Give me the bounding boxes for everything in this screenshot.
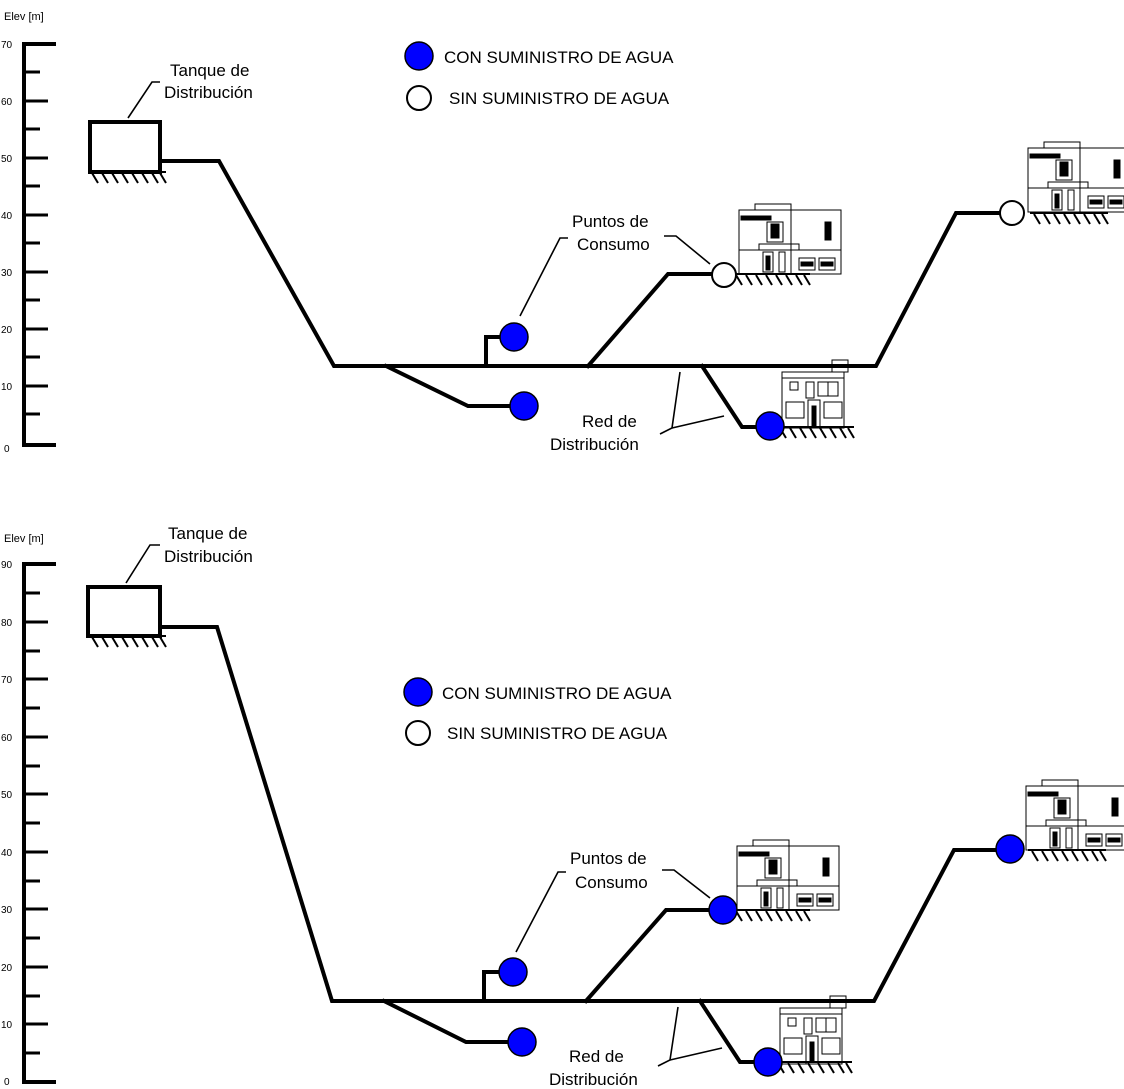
consumption-label-line1: Puntos de [572,212,649,231]
tick-label: 40 [1,211,13,222]
network-label-line2: Distribución [549,1070,638,1089]
panel-bottom: Elev [m] 90 80 70 60 50 [1,524,1124,1089]
house [779,995,847,1065]
legend-not-supplied-label: SIN SUMINISTRO DE AGUA [449,89,670,108]
consumption-point-supplied [499,322,529,352]
tick-label: 90 [1,560,13,571]
network-label: Red de Distribución [550,371,725,454]
legend-not-supplied-icon [406,85,432,111]
legend-supplied-label: CON SUMINISTRO DE AGUA [442,684,672,703]
consumption-label: Puntos de Consumo [519,212,711,317]
house [738,203,842,275]
consumption-points [498,834,1025,1077]
consumption-point-supplied [507,1027,537,1057]
consumption-point-supplied [755,411,785,441]
axis-title: Elev [m] [4,11,44,23]
consumption-label-line2: Consumo [575,873,648,892]
tick-label: 50 [1,790,13,801]
tank-label-line1: Tanque de [170,61,249,80]
legend: CON SUMINISTRO DE AGUA SIN SUMINISTRO DE… [404,41,674,111]
distribution-tank: Tanque de Distribución [86,524,253,648]
tick-label: 10 [1,382,13,393]
tank-label-line2: Distribución [164,547,253,566]
tick-label: 10 [1,1020,13,1031]
tick-label: 20 [1,325,13,336]
distribution-network [158,159,1014,429]
consumption-point-supplied [708,895,738,925]
tank-label-line1: Tanque de [168,524,247,543]
network-label-line2: Distribución [550,435,639,454]
panel-top: Elev [m] 70 60 50 40 30 20 10 0 [1,11,1124,455]
legend-supplied-icon [404,41,434,71]
legend-supplied-icon [403,677,433,707]
tick-label: 80 [1,618,13,629]
consumption-label-line2: Consumo [577,235,650,254]
tick-label: 70 [1,40,13,51]
tick-label: 30 [1,905,13,916]
legend-supplied-label: CON SUMINISTRO DE AGUA [444,48,674,67]
consumption-points [499,200,1025,441]
legend-not-supplied-label: SIN SUMINISTRO DE AGUA [447,724,668,743]
tank-label-line2: Distribución [164,83,253,102]
tick-label: 70 [1,675,13,686]
legend: CON SUMINISTRO DE AGUA SIN SUMINISTRO DE… [403,677,672,746]
tick-label: 50 [1,154,13,165]
consumption-point-supplied [509,391,539,421]
network-label-line1: Red de [582,412,637,431]
consumption-point-not-supplied [711,262,737,288]
elevation-axis: Elev [m] 90 80 70 60 50 [1,533,56,1088]
tick-label: 40 [1,848,13,859]
network-label-line1: Red de [569,1047,624,1066]
tick-label: 0 [4,1077,10,1088]
consumption-label-line1: Puntos de [570,849,647,868]
tick-label: 60 [1,97,13,108]
house [1025,779,1124,851]
consumption-point-supplied [995,834,1025,864]
tick-label: 60 [1,733,13,744]
elevation-axis: Elev [m] 70 60 50 40 30 20 10 0 [1,11,56,455]
consumption-point-supplied [753,1047,783,1077]
consumption-point-supplied [498,957,528,987]
consumption-point-not-supplied [999,200,1025,226]
house [736,839,840,911]
tick-label: 0 [4,444,10,455]
tick-label: 20 [1,963,13,974]
tick-label: 30 [1,268,13,279]
house [781,359,849,429]
axis-title: Elev [m] [4,533,44,545]
network-label: Red de Distribución [549,1006,723,1089]
legend-not-supplied-icon [405,720,431,746]
consumption-label: Puntos de Consumo [515,849,711,953]
distribution-tank: Tanque de Distribución [87,61,253,184]
house [1027,141,1124,213]
